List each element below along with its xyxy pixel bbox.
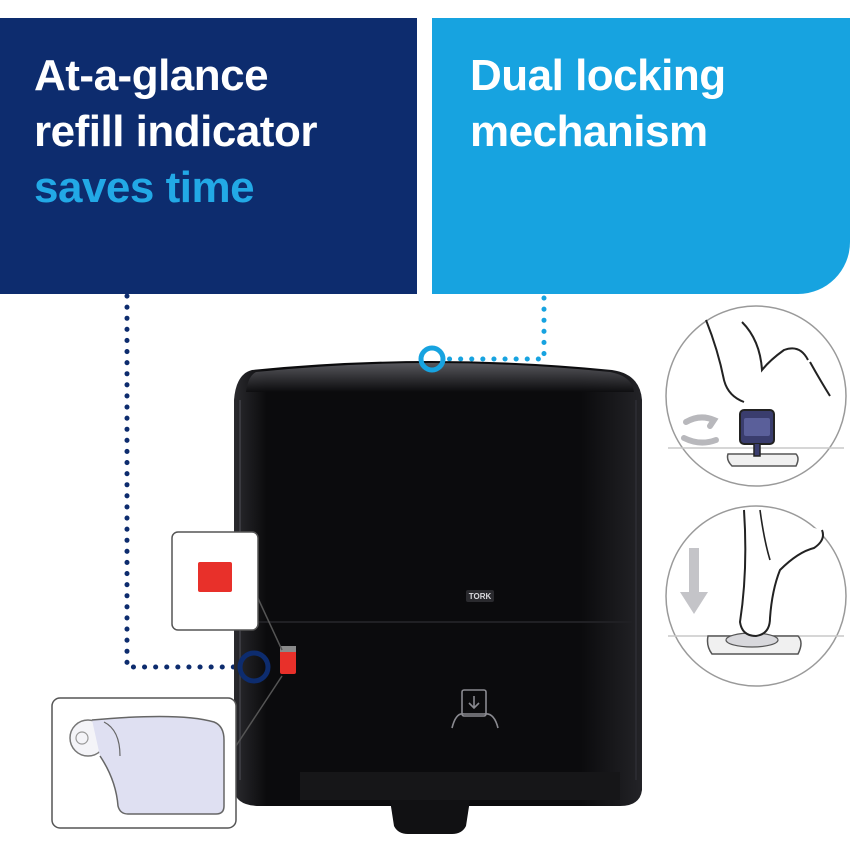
press-down-arrow-icon (680, 548, 708, 614)
refill-highlight-circle (237, 650, 271, 684)
towel-roll-icon (69, 715, 225, 815)
towel-dispenser: TORK (234, 361, 642, 834)
refill-indicator-window (280, 650, 296, 674)
rotate-arrow-icon (681, 414, 719, 446)
headline-line-1: At-a-glance (34, 51, 269, 100)
headline-line-3: saves time (34, 163, 255, 212)
refill-connector-line (124, 293, 241, 670)
headline-line-2: refill indicator (34, 107, 317, 156)
locking-headline-line-1: Dual locking (470, 51, 726, 100)
refill-indicator-panel: At-a-glance refill indicator saves time (0, 18, 417, 294)
lock-step-key-turn-illustration (665, 305, 847, 487)
red-indicator-callout (171, 531, 283, 651)
locking-mechanism-panel: Dual locking mechanism (432, 18, 850, 294)
towel-roll-callout (51, 675, 283, 829)
lock-step-press-illustration (665, 505, 847, 687)
locking-headline-line-2: mechanism (470, 107, 708, 156)
brand-label: TORK (469, 592, 492, 601)
lock-highlight-circle (418, 345, 446, 373)
hand-dispense-icon (451, 689, 499, 729)
lock-connector-line (443, 295, 547, 362)
brand-logo (466, 590, 494, 602)
